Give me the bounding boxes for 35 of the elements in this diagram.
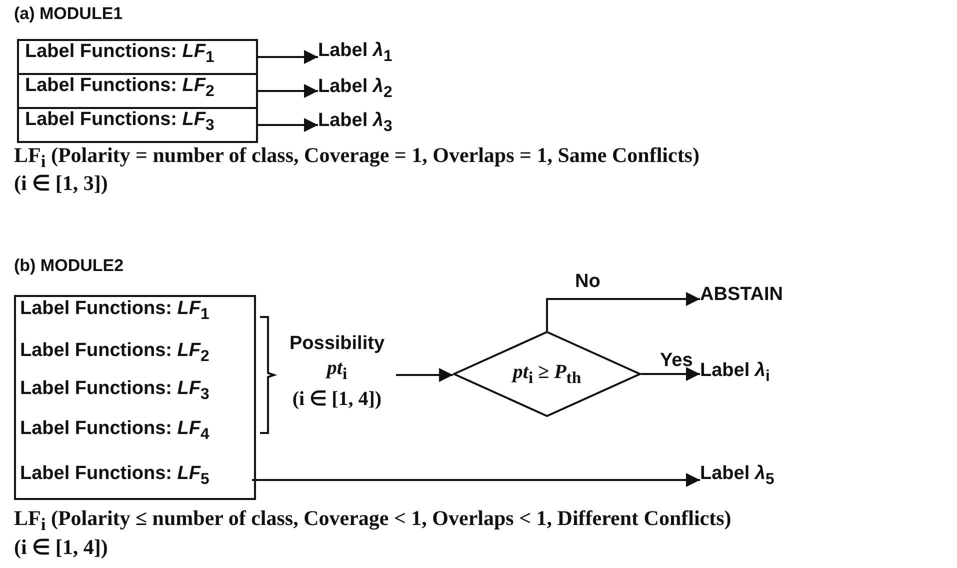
label-function-text: Label Functions: LF$_{4}$ (20, 418, 252, 452)
possibility-label: Possibility (289, 333, 385, 355)
section-heading: (b) MODULE2 (14, 256, 124, 276)
edge-label: No (575, 271, 600, 293)
label-function-text: Label Functions: LF$_{2}$ (17, 73, 258, 109)
output-label: Label λ$_{5}$ (700, 463, 820, 493)
edge-label: Yes (660, 350, 693, 372)
output-label: Label λ$_{3}$ (318, 110, 438, 140)
section-heading: (a) MODULE1 (14, 4, 123, 24)
output-label: Label λ$_{1}$ (318, 40, 438, 70)
arrow (258, 50, 318, 64)
label-function-text: Label Functions: LF$_{5}$ (20, 463, 252, 497)
output-label: Label λ$_{i}$ (700, 360, 820, 390)
caption-text: (i ∈ [1, 4]) (14, 535, 108, 560)
output-label: ABSTAIN (700, 284, 830, 314)
formula-text: pt$_{i}$ (326, 357, 348, 384)
label-function-text: Label Functions: LF$_{1}$ (20, 298, 252, 332)
arrow (252, 473, 700, 487)
arrow (641, 367, 700, 381)
decision-diamond (453, 331, 641, 417)
arrow (546, 292, 700, 331)
formula-text: (i ∈ [1, 4]) (292, 387, 382, 411)
arrow (396, 368, 453, 382)
label-function-box (14, 295, 256, 500)
label-function-text: Label Functions: LF$_{3}$ (17, 107, 258, 143)
output-label: Label λ$_{2}$ (318, 76, 438, 106)
label-function-text: Label Functions: LF$_{1}$ (17, 39, 258, 75)
condition-text: pt$_{i}$ ≥ P$_{th}$ (510, 360, 582, 388)
arrow (258, 84, 318, 98)
label-function-text: Label Functions: LF$_{2}$ (20, 340, 252, 374)
caption-text: LF$_{i}$ (Polarity ≤ number of class, Coverage < 1, Overlaps < 1, Different Conflicts) (14, 506, 732, 536)
label-function-text: Label Functions: LF$_{3}$ (20, 378, 252, 412)
arrow (258, 118, 318, 132)
caption-text: LF$_{i}$ (Polarity = number of class, Coverage = 1, Overlaps = 1, Same Conflicts) (14, 143, 700, 172)
caption-text: (i ∈ [1, 3]) (14, 171, 108, 196)
